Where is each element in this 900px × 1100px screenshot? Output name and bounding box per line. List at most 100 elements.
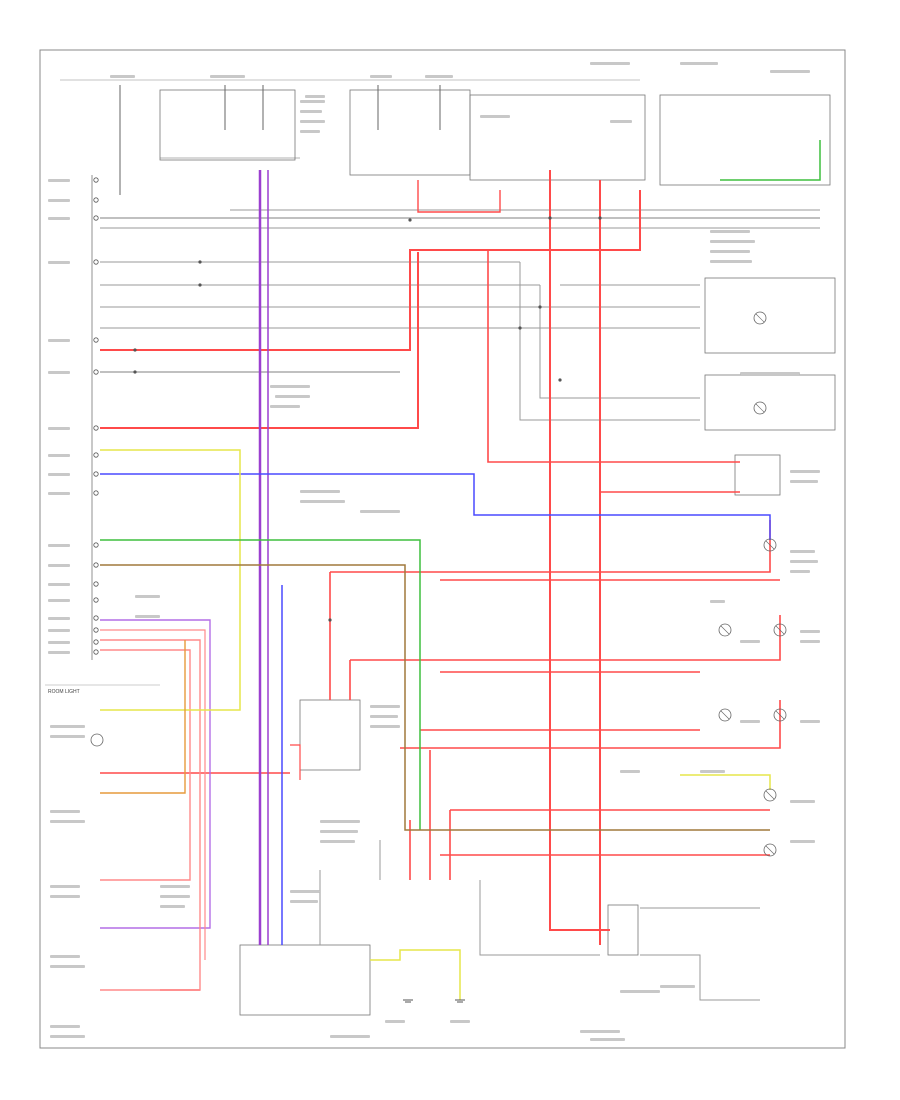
unreadable-label-22: [790, 560, 818, 563]
ignition-key-cylinder-light: [734, 454, 781, 496]
ecu-pin-label-10: [48, 544, 70, 547]
unreadable-label-47: [50, 955, 80, 958]
unreadable-label-5: [590, 62, 630, 65]
lamp-5: [763, 788, 777, 802]
unreadable-label-67: [370, 705, 400, 708]
ecu-pin-10: [93, 542, 99, 548]
unreadable-label-39: [385, 1020, 405, 1023]
unreadable-label-19: [790, 470, 820, 473]
unreadable-label-21: [790, 550, 815, 553]
ecu-pin-label-0: [48, 179, 70, 182]
unreadable-label-24: [710, 600, 725, 603]
lamp-6: [763, 843, 777, 857]
ecu-pin-1: [93, 197, 99, 203]
lamp-x-6: [765, 845, 775, 855]
unreadable-label-4: [425, 75, 453, 78]
ecu-pin-label-1: [48, 199, 70, 202]
ecu-pin-14: [93, 615, 99, 621]
red-mid-5: [350, 615, 781, 661]
unreadable-label-54: [300, 500, 345, 503]
junction-dot-0: [133, 348, 137, 352]
junction-dot-8: [408, 218, 412, 222]
unreadable-label-57: [275, 395, 310, 398]
unreadable-label-26: [800, 630, 820, 633]
unreadable-label-3: [370, 75, 392, 78]
footer-label: ROOM LIGHT: [48, 689, 80, 695]
junction-dot-1: [133, 370, 137, 374]
ecu-pin-label-5: [48, 371, 70, 374]
unreadable-label-33: [790, 840, 815, 843]
unreadable-label-0: [110, 75, 135, 78]
unreadable-label-32: [790, 800, 815, 803]
lamp-1: [718, 623, 732, 637]
green-line: [100, 539, 421, 830]
lamp-4: [773, 708, 787, 722]
unreadable-label-58: [270, 405, 300, 408]
lamp-x-8: [755, 403, 765, 413]
unreadable-label-45: [50, 885, 80, 888]
unreadable-label-11: [300, 130, 320, 133]
brown-line: [100, 564, 770, 831]
unreadable-label-59: [160, 885, 190, 888]
ecu-pin-5: [93, 369, 99, 375]
green-top-right: [720, 140, 821, 181]
unreadable-label-35: [590, 1038, 625, 1041]
red-power-main: [100, 190, 641, 351]
ecu-pin-label-4: [48, 339, 70, 342]
unreadable-label-46: [50, 895, 80, 898]
unreadable-label-64: [320, 840, 355, 843]
unreadable-label-69: [370, 725, 400, 728]
ecu-pin-9: [93, 490, 99, 496]
unreadable-label-16: [710, 250, 750, 253]
unreadable-label-53: [300, 490, 340, 493]
unreadable-label-34: [580, 1030, 620, 1033]
right-top-module: [659, 94, 831, 186]
unreadable-label-61: [160, 905, 185, 908]
ecu-pin-7: [93, 452, 99, 458]
unreadable-label-31: [700, 770, 725, 773]
unreadable-label-18: [740, 372, 800, 375]
unreadable-label-38: [330, 1035, 370, 1038]
unreadable-label-12: [480, 115, 510, 118]
unreadable-label-42: [50, 735, 85, 738]
ecu-pin-label-8: [48, 473, 70, 476]
unreadable-label-41: [50, 725, 85, 728]
unreadable-label-49: [50, 1025, 80, 1028]
yellow-bottom: [370, 949, 461, 1000]
unreadable-label-25: [740, 640, 760, 643]
lamp-x-3: [720, 710, 730, 720]
ecu-pin-12: [93, 581, 99, 587]
ecu-pin-label-13: [48, 599, 70, 602]
red-vertical-1: [549, 170, 610, 931]
ecu-pin-label-6: [48, 427, 70, 430]
ecu-pin-15: [93, 627, 99, 633]
unreadable-label-30: [620, 770, 640, 773]
unreadable-label-13: [610, 120, 632, 123]
lamp-8: [753, 401, 767, 415]
unreadable-label-56: [270, 385, 310, 388]
unreadable-label-36: [620, 990, 660, 993]
red-relay-loop: [417, 180, 501, 213]
blue-line: [100, 473, 771, 540]
integration-relay: [607, 904, 639, 956]
gray-lower-2: [640, 954, 760, 1001]
violet-door-1: [100, 619, 211, 929]
unreadable-label-40: [450, 1020, 470, 1023]
unreadable-label-65: [290, 890, 320, 893]
unreadable-label-27: [800, 640, 820, 643]
unreadable-label-8: [300, 100, 325, 103]
red-lower-link: [290, 744, 301, 780]
ecu-pin-0: [93, 177, 99, 183]
luggage-compartment-light: [704, 374, 836, 431]
unreadable-label-48: [50, 965, 85, 968]
junction-dot-6: [538, 305, 542, 309]
ecu-pin-11: [93, 562, 99, 568]
unreadable-label-55: [360, 510, 400, 513]
ecu-pin-label-2: [48, 217, 70, 220]
unreadable-label-62: [320, 820, 360, 823]
ecu-pin-8: [93, 471, 99, 477]
ecu-pin-label-3: [48, 261, 70, 264]
unreadable-label-2: [305, 95, 325, 98]
